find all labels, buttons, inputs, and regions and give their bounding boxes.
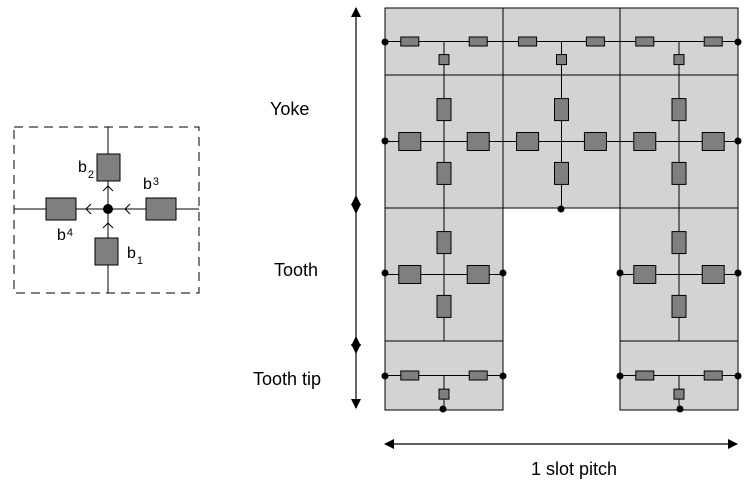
reluctance-resistor <box>436 161 452 185</box>
reluctance-resistor <box>516 132 540 151</box>
legend-resistor-b3 <box>145 197 177 221</box>
boundary-node <box>499 372 507 380</box>
boundary-node <box>381 137 389 145</box>
reluctance-resistor <box>701 265 725 284</box>
label-b4: b4 <box>57 227 73 244</box>
reluctance-resistor <box>466 132 490 151</box>
reluctance-resistor <box>436 98 452 122</box>
flux-arrow-left <box>85 203 92 215</box>
boundary-node <box>557 205 565 213</box>
flux-arrow-up <box>102 185 114 192</box>
reluctance-resistor <box>671 98 687 122</box>
boundary-node <box>499 269 507 277</box>
boundary-node <box>381 38 389 46</box>
legend-resistor-b2 <box>96 153 121 182</box>
label-yoke: Yoke <box>270 99 309 119</box>
boundary-node <box>734 269 742 277</box>
label-tooth: Tooth <box>274 260 318 280</box>
boundary-node <box>676 405 684 413</box>
reluctance-resistor <box>398 265 422 284</box>
boundary-node <box>439 405 447 413</box>
reluctance-resistor <box>585 36 605 47</box>
reluctance-resistor <box>556 54 567 66</box>
legend-center-node <box>103 204 113 214</box>
reluctance-resistor <box>671 161 687 185</box>
reluctance-resistor <box>398 132 422 151</box>
reluctance-resistor <box>635 370 655 381</box>
reluctance-resistor <box>468 36 488 47</box>
reluctance-resistor <box>635 36 655 47</box>
label-b2: b2 <box>78 159 94 181</box>
boundary-node <box>381 372 389 380</box>
reluctance-resistor <box>554 161 569 185</box>
flux-arrow-right <box>124 203 131 215</box>
reluctance-resistor <box>703 370 723 381</box>
reluctance-resistor <box>671 294 687 318</box>
flux-arrow-down <box>102 222 114 229</box>
region-labels: Yoke Tooth Tooth tip 1 slot pitch <box>253 6 738 479</box>
reluctance-resistor <box>703 36 723 47</box>
reluctance-resistor <box>438 54 450 66</box>
reluctance-resistor <box>400 36 420 47</box>
reluctance-resistor <box>673 388 685 400</box>
reluctance-resistor <box>436 294 452 318</box>
reluctance-resistor <box>701 132 725 151</box>
legend-dashed-border <box>13 126 200 294</box>
reluctance-resistor <box>468 370 488 381</box>
label-tooth-tip: Tooth tip <box>253 369 321 389</box>
reluctance-resistor <box>466 265 490 284</box>
reluctance-resistor <box>633 132 657 151</box>
boundary-node <box>734 38 742 46</box>
legend-resistor-b1 <box>94 237 119 266</box>
reluctance-resistor <box>436 231 452 255</box>
reluctance-resistor <box>554 98 569 122</box>
label-slot-pitch: 1 slot pitch <box>531 459 617 479</box>
boundary-node <box>734 372 742 380</box>
label-b3: b3 <box>143 176 159 193</box>
legend-resistor-b4 <box>45 197 77 221</box>
reluctance-resistor <box>438 388 450 400</box>
reluctance-resistor <box>400 370 420 381</box>
boundary-node <box>616 269 624 277</box>
boundary-node <box>381 269 389 277</box>
element-legend: b2 b3 b4 b1 <box>13 126 200 294</box>
boundary-node <box>734 137 742 145</box>
element-grid <box>381 7 742 413</box>
reluctance-resistor <box>518 36 538 47</box>
label-b1: b1 <box>127 245 143 267</box>
reluctance-resistor <box>673 54 685 66</box>
reluctance-resistor <box>583 132 607 151</box>
reluctance-resistor <box>671 231 687 255</box>
boundary-node <box>616 372 624 380</box>
reluctance-resistor <box>633 265 657 284</box>
